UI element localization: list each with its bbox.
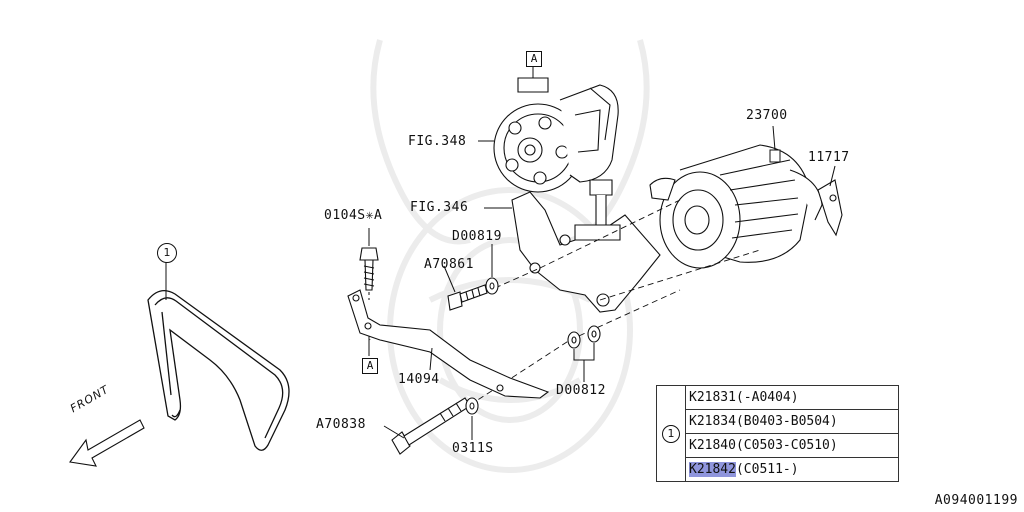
bolt-a70861 bbox=[447, 284, 488, 311]
drive-belt bbox=[147, 289, 290, 451]
a70838-leader bbox=[383, 425, 405, 439]
washer-0311s bbox=[465, 397, 479, 415]
part-row-cell[interactable]: K21840(C0503-C0510) bbox=[685, 433, 899, 458]
bolt-a70838 bbox=[391, 397, 471, 455]
part-number[interactable]: K21840 bbox=[689, 438, 736, 453]
label-23700: 23700 bbox=[746, 108, 788, 123]
label-a70838: A70838 bbox=[316, 417, 366, 432]
bracket-fig346 bbox=[511, 179, 661, 313]
label-d00819: D00819 bbox=[452, 229, 502, 244]
table-row[interactable]: 1 K21831(-A0404) bbox=[656, 385, 899, 482]
a70861-leader bbox=[443, 265, 456, 293]
p14094-leader bbox=[429, 347, 433, 371]
power-steering-pump bbox=[493, 77, 619, 193]
part-range: (-A0404) bbox=[735, 390, 799, 405]
label-fig348: FIG.348 bbox=[408, 134, 467, 149]
p23700-leader bbox=[772, 125, 776, 151]
part-row-cell[interactable]: K21831(-A0404) bbox=[685, 385, 899, 410]
part-range: (C0511-) bbox=[735, 462, 799, 477]
label-fig346: FIG.346 bbox=[410, 200, 469, 215]
alternator bbox=[649, 144, 823, 269]
table-row[interactable]: K21834(B0403-B0504) bbox=[657, 409, 899, 434]
belt-callout-circle: 1 bbox=[157, 243, 177, 263]
table-key-cell: 1 bbox=[656, 385, 686, 482]
label-0104s: 0104S✳A bbox=[324, 208, 383, 223]
stay-14094 bbox=[347, 289, 550, 399]
label-11717: 11717 bbox=[808, 150, 850, 165]
parts-table: 1 K21831(-A0404) K21834(B0403-B0504) K21… bbox=[656, 385, 899, 482]
label-14094: 14094 bbox=[398, 372, 440, 387]
bolt-0104s bbox=[359, 247, 379, 291]
label-0311s: 0311S bbox=[452, 441, 494, 456]
table-row[interactable]: K21840(C0503-C0510) bbox=[657, 433, 899, 458]
washers-d00812 bbox=[567, 325, 601, 349]
label-d00812: D00812 bbox=[556, 383, 606, 398]
table-row[interactable]: K21842(C0511-) bbox=[657, 457, 899, 482]
label-a70861: A70861 bbox=[424, 257, 474, 272]
part-range: (B0403-B0504) bbox=[735, 414, 838, 429]
part-row-cell[interactable]: K21842(C0511-) bbox=[685, 457, 899, 482]
part-number-highlighted[interactable]: K21842 bbox=[689, 462, 736, 477]
table-key-circle: 1 bbox=[662, 424, 680, 443]
washer-d00819 bbox=[485, 277, 499, 295]
part-number[interactable]: K21834 bbox=[689, 414, 736, 429]
part-range: (C0503-C0510) bbox=[735, 438, 838, 453]
box-a-bottom: A bbox=[362, 358, 378, 374]
part-number[interactable]: K21831 bbox=[689, 390, 736, 405]
bracket-11717 bbox=[817, 179, 843, 237]
front-arrow-icon bbox=[69, 419, 145, 467]
terminal-23700 bbox=[769, 149, 781, 163]
image-id: A094001199 bbox=[934, 493, 1018, 508]
p11717-leader bbox=[829, 165, 836, 187]
box-a-top: A bbox=[526, 51, 542, 67]
part-row-cell[interactable]: K21834(B0403-B0504) bbox=[685, 409, 899, 434]
